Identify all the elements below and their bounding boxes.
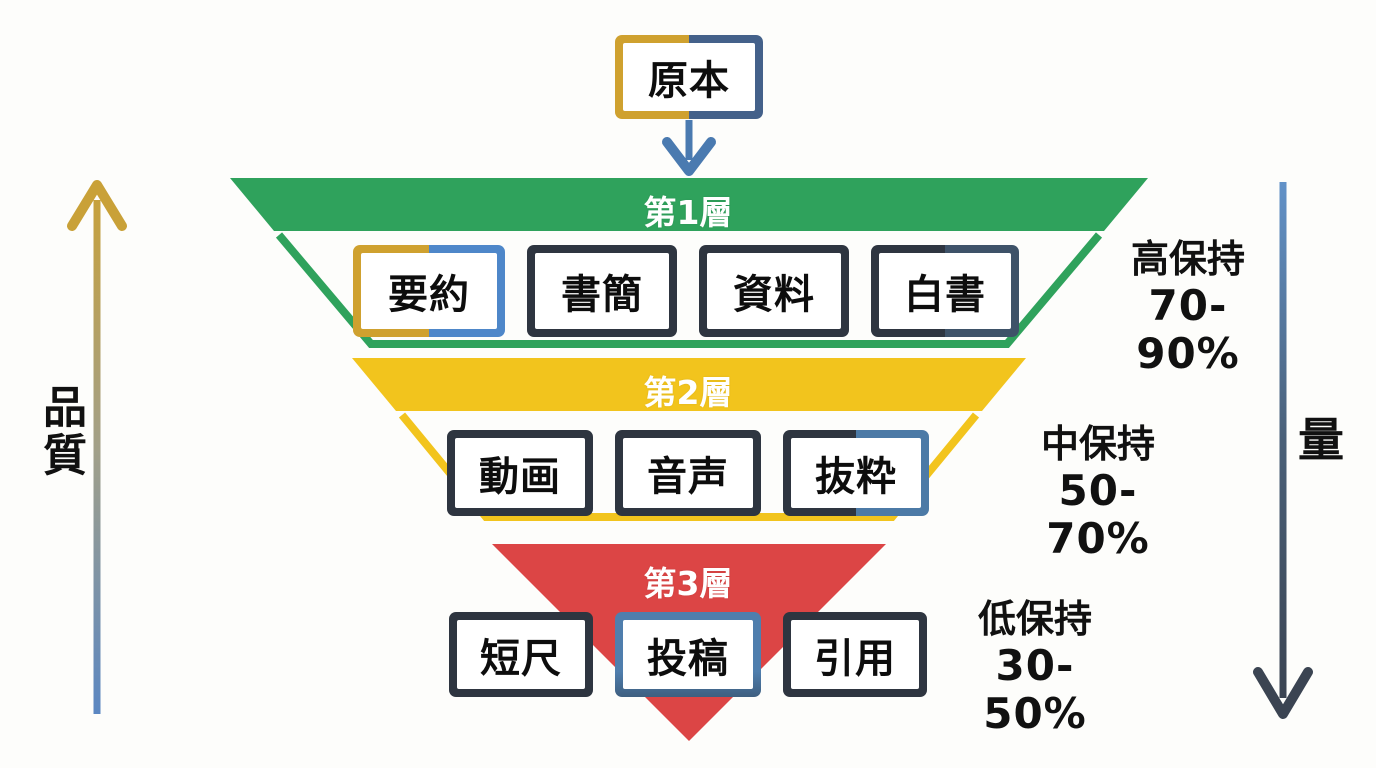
source-label: 原本 — [623, 43, 755, 111]
tier3-retention-title: 低保持 — [977, 597, 1092, 641]
tier1-label: 第1層 — [643, 193, 733, 232]
volume-axis-arrow-head-icon — [1253, 667, 1313, 719]
tier1-outline — [275, 232, 1103, 348]
tier2-retention-range: 50-70% — [1046, 465, 1150, 563]
tier2-label: 第2層 — [643, 373, 733, 412]
tier1-retention-range: 70-90% — [1136, 280, 1240, 378]
tier2-retention-title: 中保持 — [1040, 422, 1155, 466]
tier1-band — [230, 178, 1148, 231]
tier2-item-doga: 動画 — [447, 430, 593, 516]
tier3-item-label: 投稿 — [623, 620, 753, 689]
tier1-retention-title: 高保持 — [1130, 237, 1245, 281]
tier3-retention-range: 30-50% — [983, 640, 1087, 738]
tier2-item-onsei: 音声 — [615, 430, 761, 516]
tier1-item-shokan: 書簡 — [527, 245, 677, 337]
tier2-item-bassui: 抜粋 — [783, 430, 929, 516]
quality-axis-label: 品質 — [35, 384, 86, 480]
tier1-item-label: 資料 — [707, 253, 841, 329]
tier1-item-yoyaku: 要約 — [353, 245, 505, 337]
tier3-item-inyo: 引用 — [783, 612, 927, 697]
tier1-retention: 高保持 70-90% — [1098, 237, 1278, 378]
tier1-item-label: 白書 — [879, 253, 1011, 329]
volume-axis-label: 量 — [1298, 413, 1344, 467]
tier3-item-label: 引用 — [791, 620, 919, 689]
tier2-retention: 中保持 50-70% — [1008, 422, 1188, 563]
tier2-item-label: 抜粋 — [791, 438, 921, 508]
tier2-item-label: 動画 — [455, 438, 585, 508]
tier3-label: 第3層 — [643, 564, 733, 603]
tier1-item-label: 要約 — [361, 253, 497, 329]
tier2-band — [352, 358, 1026, 411]
tier3-item-tanjaku: 短尺 — [449, 612, 593, 697]
tier3-item-toko: 投稿 — [615, 612, 761, 697]
tier1-item-hakusho: 白書 — [871, 245, 1019, 337]
quality-axis-arrow-head-icon — [67, 180, 127, 231]
tier2-outline — [398, 412, 980, 521]
tier1-item-label: 書簡 — [535, 253, 669, 329]
tier3-item-label: 短尺 — [457, 620, 585, 689]
tier1-item-shiryo: 資料 — [699, 245, 849, 337]
source-box: 原本 — [615, 35, 763, 119]
source-arrow-head-icon — [662, 137, 716, 176]
tier2-item-label: 音声 — [623, 438, 753, 508]
tier3-retention: 低保持 30-50% — [945, 597, 1125, 738]
